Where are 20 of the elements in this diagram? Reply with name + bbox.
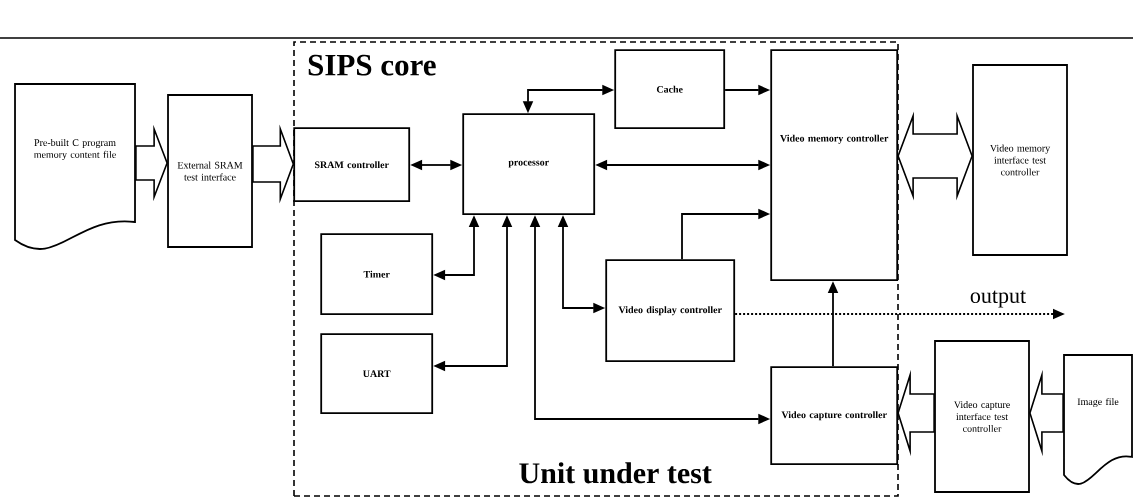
block-arrow <box>1029 369 1064 457</box>
block-arrow <box>252 124 295 204</box>
controller-box: Video capture interface test controller <box>934 340 1030 493</box>
cache-box: Cache <box>614 49 726 130</box>
block-arrow <box>897 111 973 201</box>
uart-box: UART <box>320 333 434 415</box>
section-title: SIPS core <box>308 54 436 76</box>
controller-box: Video memory controller <box>770 49 899 282</box>
timer-box: Timer <box>320 233 434 316</box>
controller-box: Video display controller <box>605 259 736 363</box>
controller-box: Video capture controller <box>770 366 899 466</box>
block-arrow <box>135 124 168 202</box>
dashed-boundary <box>293 41 899 497</box>
interface-box: External SRAM test interface <box>167 94 253 248</box>
controller-box: Video memory interface test controller <box>972 64 1068 256</box>
controller-box: SRAM controller <box>293 127 411 203</box>
section-caption: Unit under test <box>519 462 712 484</box>
block-arrow <box>897 369 935 457</box>
edge-label: output <box>968 289 1028 309</box>
processor-box: processor <box>462 113 596 216</box>
